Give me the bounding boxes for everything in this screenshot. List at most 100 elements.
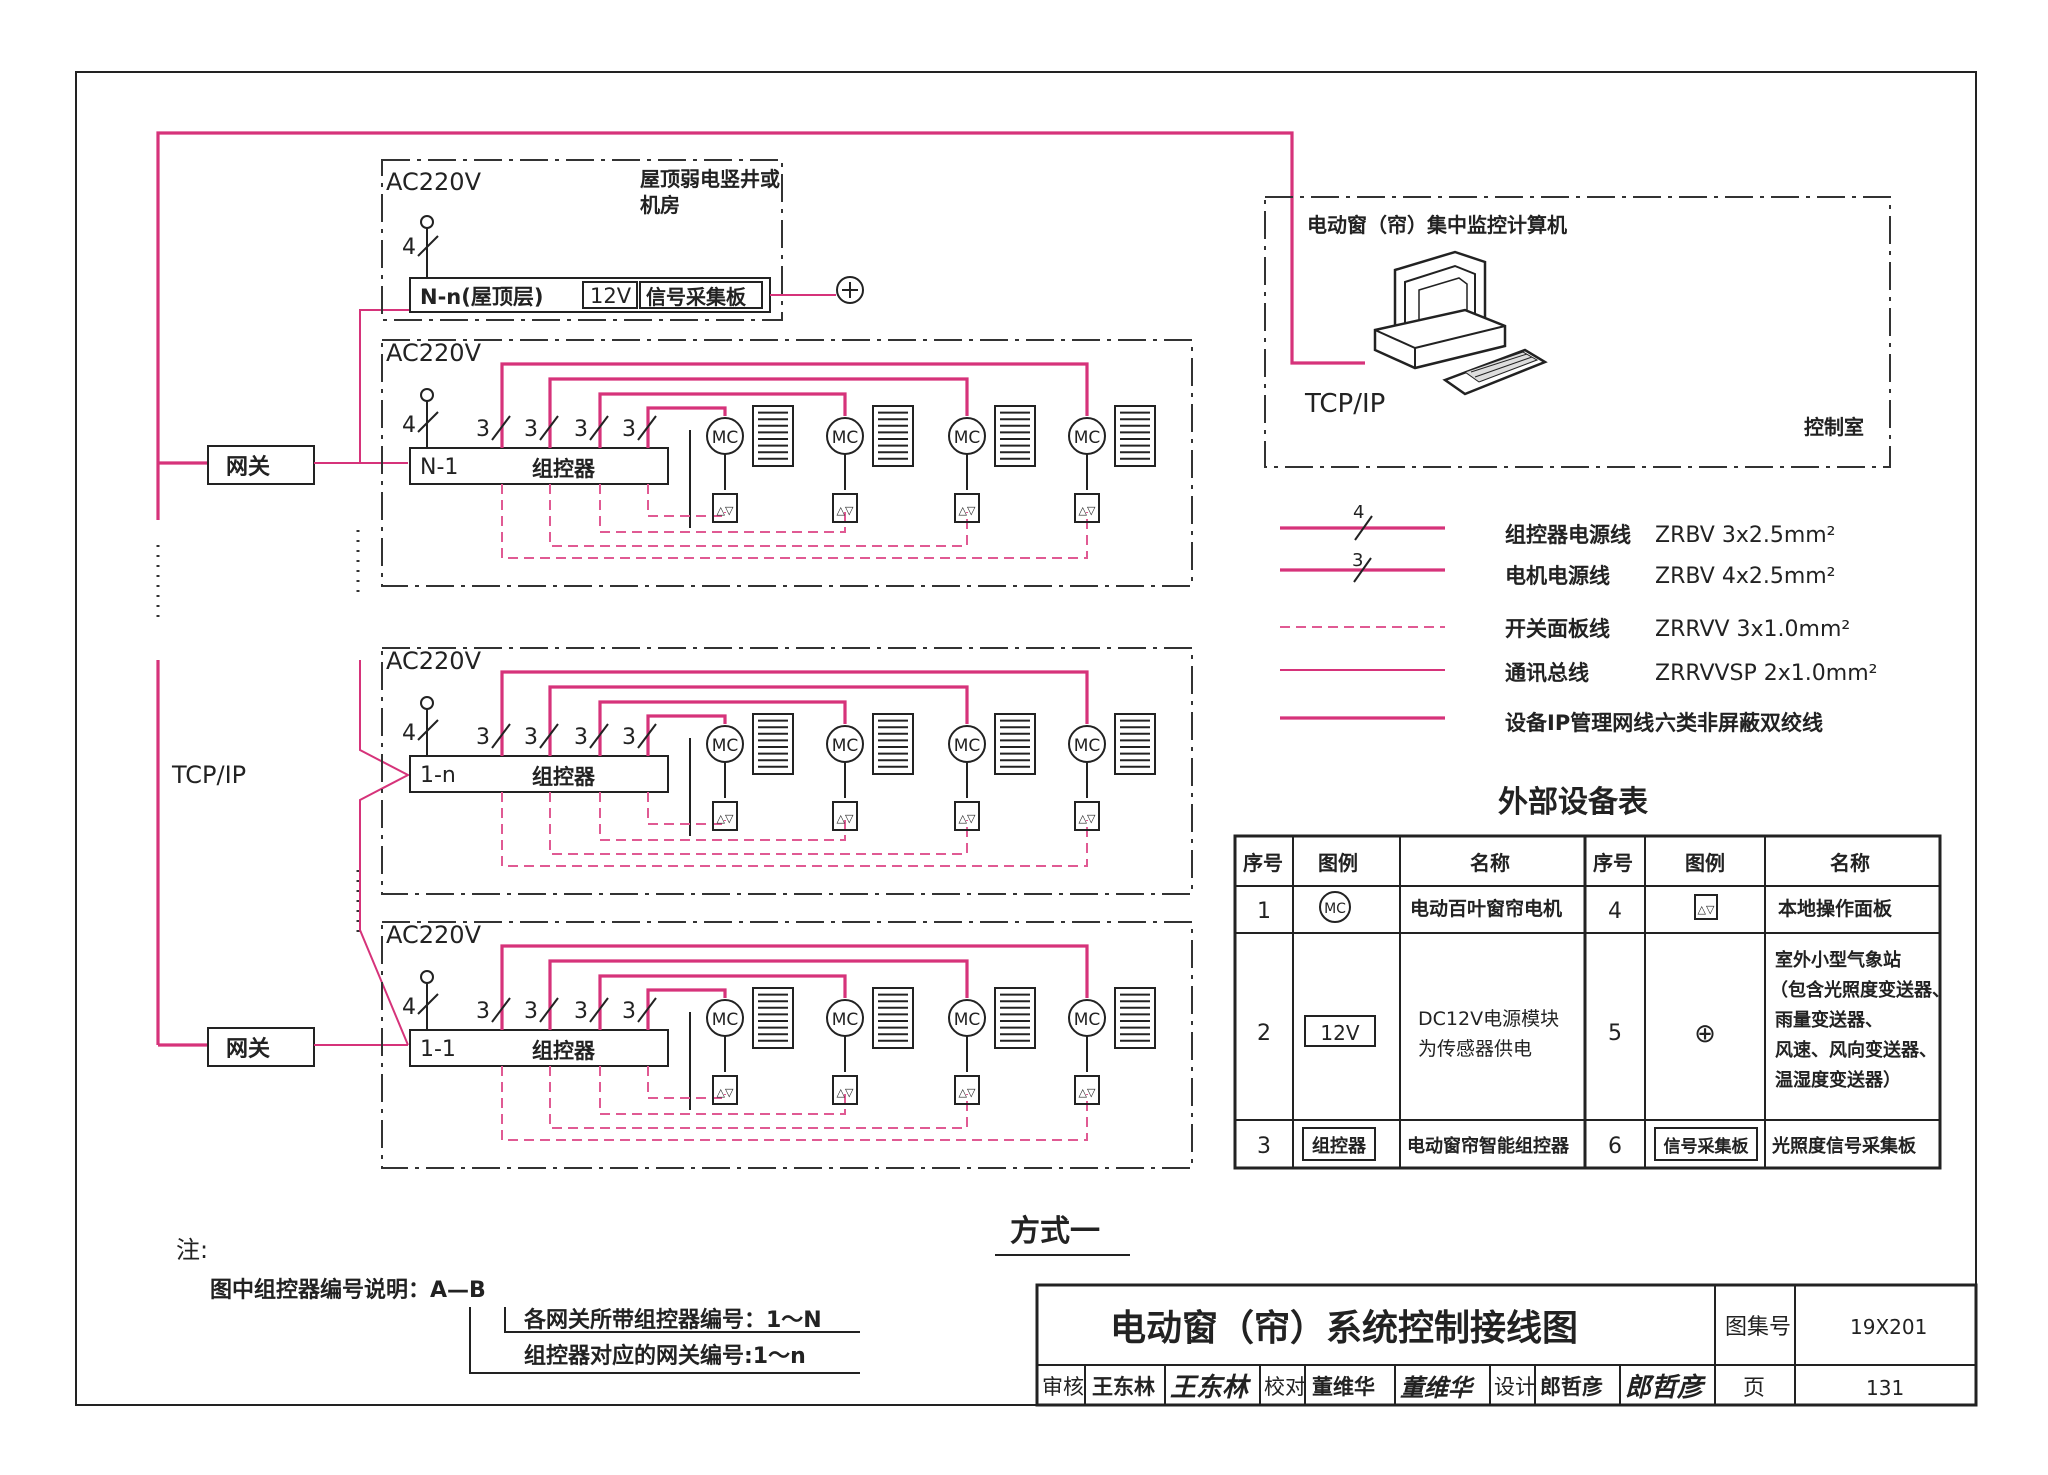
switch-panel-line [549, 484, 968, 547]
row3-sym2: 信号采集板 [1664, 1136, 1750, 1157]
th-no-1: 序号 [1243, 851, 1283, 875]
row1-sym2: △▽ [1698, 903, 1715, 916]
motor-wire-count: 3 [574, 999, 588, 1024]
blind-icon [872, 405, 914, 467]
local-panel-symbol: △▽ [717, 504, 734, 517]
controller-label: 组控器 [532, 457, 596, 481]
row2-name2: 室外小型气象站（包含光照度变送器、 雨量变送器、风速、风向变送器、 温湿度变送器… [1770, 949, 1956, 1091]
blind-icon [994, 713, 1036, 775]
local-panel-symbol: △▽ [1079, 1086, 1096, 1099]
row1-sym1: MC [1324, 901, 1346, 917]
local-panel-symbol: △▽ [717, 812, 734, 825]
gateway-box-top [207, 445, 315, 485]
blind-icon [752, 713, 794, 775]
row2-sym2: ⊕ [1694, 1019, 1716, 1049]
motor-wire-count: 3 [476, 999, 490, 1024]
motor-power-line [598, 700, 847, 756]
local-panel-symbol: △▽ [959, 812, 976, 825]
row2-no2: 5 [1608, 1021, 1622, 1046]
blind-icon [994, 987, 1036, 1049]
local-panel-icon [954, 493, 980, 523]
blind-icon [1114, 987, 1156, 1049]
rooftop-area-box [381, 159, 783, 321]
group-ac-label: AC220V [386, 339, 482, 367]
th-sym-1: 图例 [1318, 851, 1358, 875]
weather-station-symbol [836, 276, 864, 304]
group-area-box [381, 921, 1193, 1169]
blind-icon [1114, 405, 1156, 467]
notes-sub2: 组控器对应的网关编号:1～n [524, 1343, 806, 1369]
motor-symbol: MC [1074, 428, 1101, 448]
legend-name-4: 设备IP管理网线 [1505, 711, 1654, 735]
equipment-table: 序号 图例 名称 序号 图例 名称 1 MC 电动百叶窗帘电机 4 △▽ 本地操… [1233, 834, 1956, 1170]
switch-panel-line [599, 1066, 846, 1115]
row3-no2: 6 [1608, 1134, 1622, 1159]
th-name-1: 名称 [1470, 851, 1510, 875]
gateway-label-top: 网关 [226, 455, 270, 480]
ip-network-line-top [156, 131, 1365, 520]
motor-power-line [548, 377, 969, 448]
rooftop-12v-label: 12V [590, 284, 632, 308]
row2-no1: 2 [1257, 1021, 1271, 1046]
row3-sym1: 组控器 [1312, 1135, 1367, 1157]
local-panel-symbol: △▽ [837, 504, 854, 517]
motor-symbol: MC [712, 428, 739, 448]
power-wire-count: 4 [402, 413, 416, 438]
switch-panel-line [549, 792, 968, 855]
group-ac-label: AC220V [386, 921, 482, 949]
switch-panel-line [647, 1066, 726, 1099]
rooftop-12v-box [582, 281, 638, 309]
local-panel-icon [712, 1075, 738, 1105]
local-panel-symbol: △▽ [959, 1086, 976, 1099]
row1-no1: 1 [1257, 899, 1271, 924]
name-review: 王东林 [1092, 1375, 1155, 1399]
motor-wire-count: 3 [622, 725, 636, 750]
name-design: 郎哲彦 [1540, 1375, 1603, 1399]
controller-box [409, 447, 669, 485]
switch-panel-line [647, 484, 726, 517]
svg-text:4: 4 [1353, 502, 1364, 523]
motor-symbol: MC [954, 736, 981, 756]
motor-symbol: MC [832, 428, 859, 448]
motor-symbol: MC [1074, 736, 1101, 756]
local-panel-icon [954, 801, 980, 831]
motor-wire-count: 3 [574, 725, 588, 750]
local-panel-symbol: △▽ [717, 1086, 734, 1099]
controller-id: 1-1 [420, 1037, 456, 1062]
local-panel-icon [954, 1075, 980, 1105]
notes: 注: 图中组控器编号说明：A—B 各网关所带组控器编号：1～N 组控器对应的网关… [176, 1236, 860, 1374]
gateway-box-bottom [207, 1027, 315, 1067]
row3-no1: 3 [1257, 1134, 1271, 1159]
title-block: 电动窗（帘）系统控制接线图 图集号 19X201 页 131 审核 王东林 王东… [1035, 1283, 1978, 1407]
tcpip-label-left: TCP/IP [171, 761, 246, 789]
motor-symbol: MC [954, 1010, 981, 1030]
tcpip-label-room: TCP/IP [1304, 389, 1385, 419]
power-terminal [420, 970, 434, 984]
row1-name2: 本地操作面板 [1778, 897, 1893, 920]
motor-wire-count: 3 [622, 417, 636, 442]
motor-wire-count: 3 [524, 999, 538, 1024]
switch-panel-line [501, 792, 1088, 867]
rooftop-board-box [639, 281, 763, 309]
legend-spec-4: 六类非屏蔽双绞线 [1655, 711, 1823, 735]
computer-icon [1373, 250, 1548, 396]
bus-to-group-controllers [359, 660, 411, 1046]
page-number: 131 [1866, 1376, 1904, 1400]
local-panel-symbol: △▽ [959, 504, 976, 517]
wire-legend: 4 3 组控器电源线 ZRBV 3x2.5mm² 电机电源线 ZRBV 4x2.… [1280, 502, 1877, 735]
motor-wire-count: 3 [622, 999, 636, 1024]
motor-power-line [500, 944, 1089, 1030]
motor-symbol: MC [832, 736, 859, 756]
local-panel-symbol: △▽ [1079, 812, 1096, 825]
power-terminal-rooftop [420, 215, 434, 229]
row1-name1: 电动百叶窗帘电机 [1410, 897, 1562, 920]
notes-heading: 注: [176, 1236, 208, 1264]
switch-panel-line [501, 1066, 1088, 1141]
signature-review: 王东林 [1170, 1373, 1252, 1403]
notes-line1: 图中组控器编号说明：A—B [210, 1277, 486, 1303]
svg-text:3: 3 [1352, 550, 1363, 571]
controller-label: 组控器 [532, 1039, 596, 1063]
